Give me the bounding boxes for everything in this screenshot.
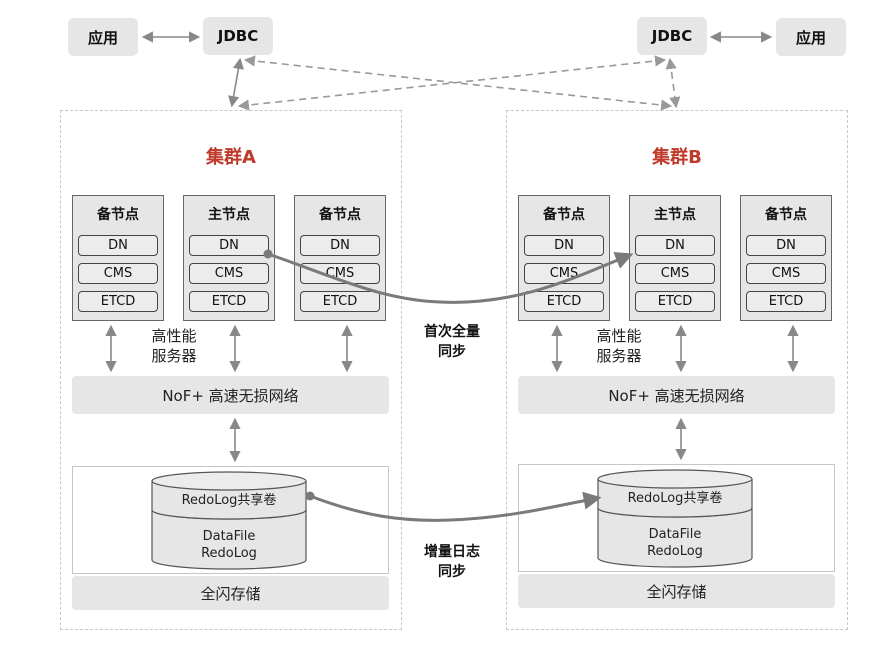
cms-component: CMS: [746, 263, 826, 284]
storage-label: 全闪存储: [200, 584, 261, 603]
node-title: 备节点: [543, 207, 585, 223]
node-title: 备节点: [765, 207, 807, 223]
cluster-b-frame: [506, 110, 848, 630]
etcd-component: ETCD: [524, 291, 604, 312]
cms-component: CMS: [78, 263, 158, 284]
jdbc-right-box: JDBC: [637, 17, 707, 55]
storage-label: 全闪存储: [646, 582, 707, 601]
etcd-component: ETCD: [189, 291, 269, 312]
network-label: NoF+ 高速无损网络: [162, 386, 299, 405]
jdbc-right-cluster-b-dashed: [665, 57, 681, 109]
node-title: 主节点: [208, 207, 250, 223]
cluster-b-storage-bar: 全闪存储: [518, 574, 835, 608]
cluster-b-primary-node: 主节点 DN CMS ETCD: [629, 195, 721, 321]
cms-component: CMS: [189, 263, 269, 284]
dn-component: DN: [189, 235, 269, 256]
cluster-b-network-bar: NoF+ 高速无损网络: [518, 376, 835, 414]
cms-component: CMS: [524, 263, 604, 284]
app-left-label: 应用: [87, 28, 118, 47]
cluster-b-standby-node-2: 备节点 DN CMS ETCD: [740, 195, 832, 321]
cluster-b-standby-node-1: 备节点 DN CMS ETCD: [518, 195, 610, 321]
cluster-b-title: 集群B: [652, 147, 702, 168]
server-label-line-1: 高性能: [151, 327, 197, 345]
dn-component: DN: [524, 235, 604, 256]
cylinder-top-label: RedoLog共享卷: [181, 493, 277, 508]
app-right-box: 应用: [776, 18, 846, 56]
cluster-a-storage-bar: 全闪存储: [72, 576, 389, 610]
jdbc-left-cluster-b-dashed: [243, 55, 673, 111]
cluster-a-network-bar: NoF+ 高速无损网络: [72, 376, 389, 414]
initial-sync-line-2: 同步: [438, 344, 466, 360]
jdbc-left-label: JDBC: [217, 27, 259, 45]
jdbc-right-cluster-a-dashed: [237, 55, 667, 111]
cylinder-top-label: RedoLog共享卷: [627, 491, 723, 506]
initial-sync-line-1: 首次全量: [424, 324, 480, 340]
cluster-a-standby-node-2: 备节点 DN CMS ETCD: [294, 195, 386, 321]
cluster-b-cylinder-text: RedoLog共享卷 DataFile RedoLog: [598, 490, 752, 580]
cluster-a-title: 集群A: [206, 147, 256, 168]
node-title: 备节点: [319, 207, 361, 223]
node-title: 主节点: [654, 207, 696, 223]
dn-component: DN: [78, 235, 158, 256]
cms-component: CMS: [635, 263, 715, 284]
cylinder-body-line-1: DataFile: [202, 529, 256, 544]
app-left-box: 应用: [68, 18, 138, 56]
app-right-label: 应用: [795, 28, 826, 47]
server-label-line-2: 服务器: [151, 347, 197, 365]
cms-component: CMS: [300, 263, 380, 284]
dn-component: DN: [300, 235, 380, 256]
jdbc-left-cluster-a-arrow: [228, 57, 244, 108]
incremental-sync-line-1: 增量日志: [424, 544, 480, 560]
cluster-a-standby-node-1: 备节点 DN CMS ETCD: [72, 195, 164, 321]
initial-sync-label: 首次全量 同步: [412, 322, 492, 362]
cluster-a-frame: [60, 110, 402, 630]
network-label: NoF+ 高速无损网络: [608, 386, 745, 405]
jdbc-right-label: JDBC: [651, 27, 693, 45]
node-title: 备节点: [97, 207, 139, 223]
cluster-a-cylinder-text: RedoLog共享卷 DataFile RedoLog: [152, 492, 306, 582]
cylinder-body-line-1: DataFile: [648, 527, 702, 542]
cylinder-body-line-2: RedoLog: [201, 546, 257, 561]
jdbc-left-box: JDBC: [203, 17, 273, 55]
incremental-sync-line-2: 同步: [438, 564, 466, 580]
dn-component: DN: [635, 235, 715, 256]
cluster-b-server-label: 高性能 服务器: [579, 326, 659, 366]
etcd-component: ETCD: [746, 291, 826, 312]
incremental-sync-label: 增量日志 同步: [412, 542, 492, 582]
etcd-component: ETCD: [78, 291, 158, 312]
server-label-line-2: 服务器: [596, 347, 642, 365]
etcd-component: ETCD: [300, 291, 380, 312]
etcd-component: ETCD: [635, 291, 715, 312]
cylinder-body-line-2: RedoLog: [647, 544, 703, 559]
server-label-line-1: 高性能: [596, 327, 642, 345]
cluster-a-primary-node: 主节点 DN CMS ETCD: [183, 195, 275, 321]
dn-component: DN: [746, 235, 826, 256]
cluster-a-server-label: 高性能 服务器: [134, 326, 214, 366]
